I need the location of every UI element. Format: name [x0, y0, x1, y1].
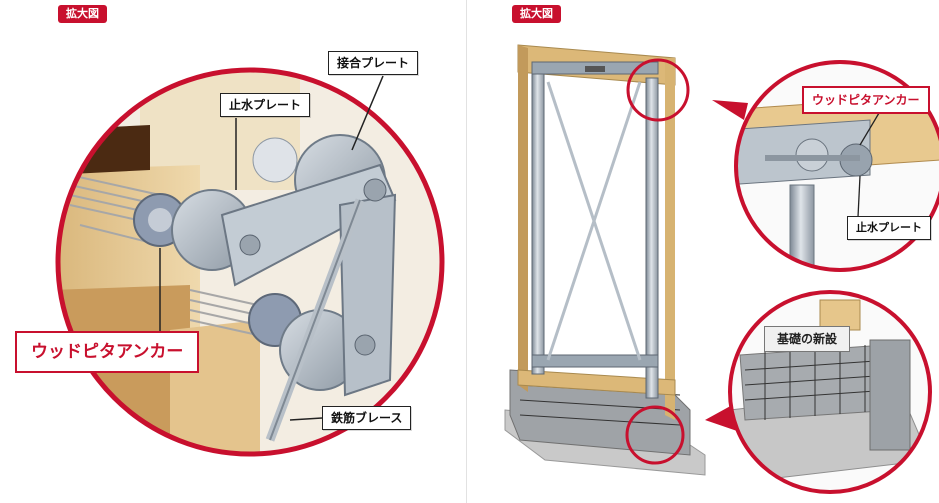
- joint-plate-label: 接合プレート: [328, 51, 419, 75]
- left-zoom-tag: 拡大図: [58, 5, 107, 23]
- frame-overview: [504, 44, 706, 476]
- right-water-stop-plate-label: 止水プレート: [847, 216, 931, 240]
- new-foundation-label: 基礎の新設: [764, 326, 851, 352]
- rebar-brace-label: 鉄筋ブレース: [322, 406, 412, 430]
- right-wood-pita-anchor-label: ウッドピタアンカー: [802, 86, 930, 114]
- water-stop-plate-label: 止水プレート: [220, 93, 311, 117]
- wood-pita-anchor-label: ウッドピタアンカー: [15, 331, 200, 373]
- panel-divider: [466, 0, 467, 503]
- foundation-detail-zoom: [730, 292, 930, 492]
- right-zoom-tag: 拡大図: [512, 5, 561, 23]
- anchor-closeup: [58, 70, 442, 454]
